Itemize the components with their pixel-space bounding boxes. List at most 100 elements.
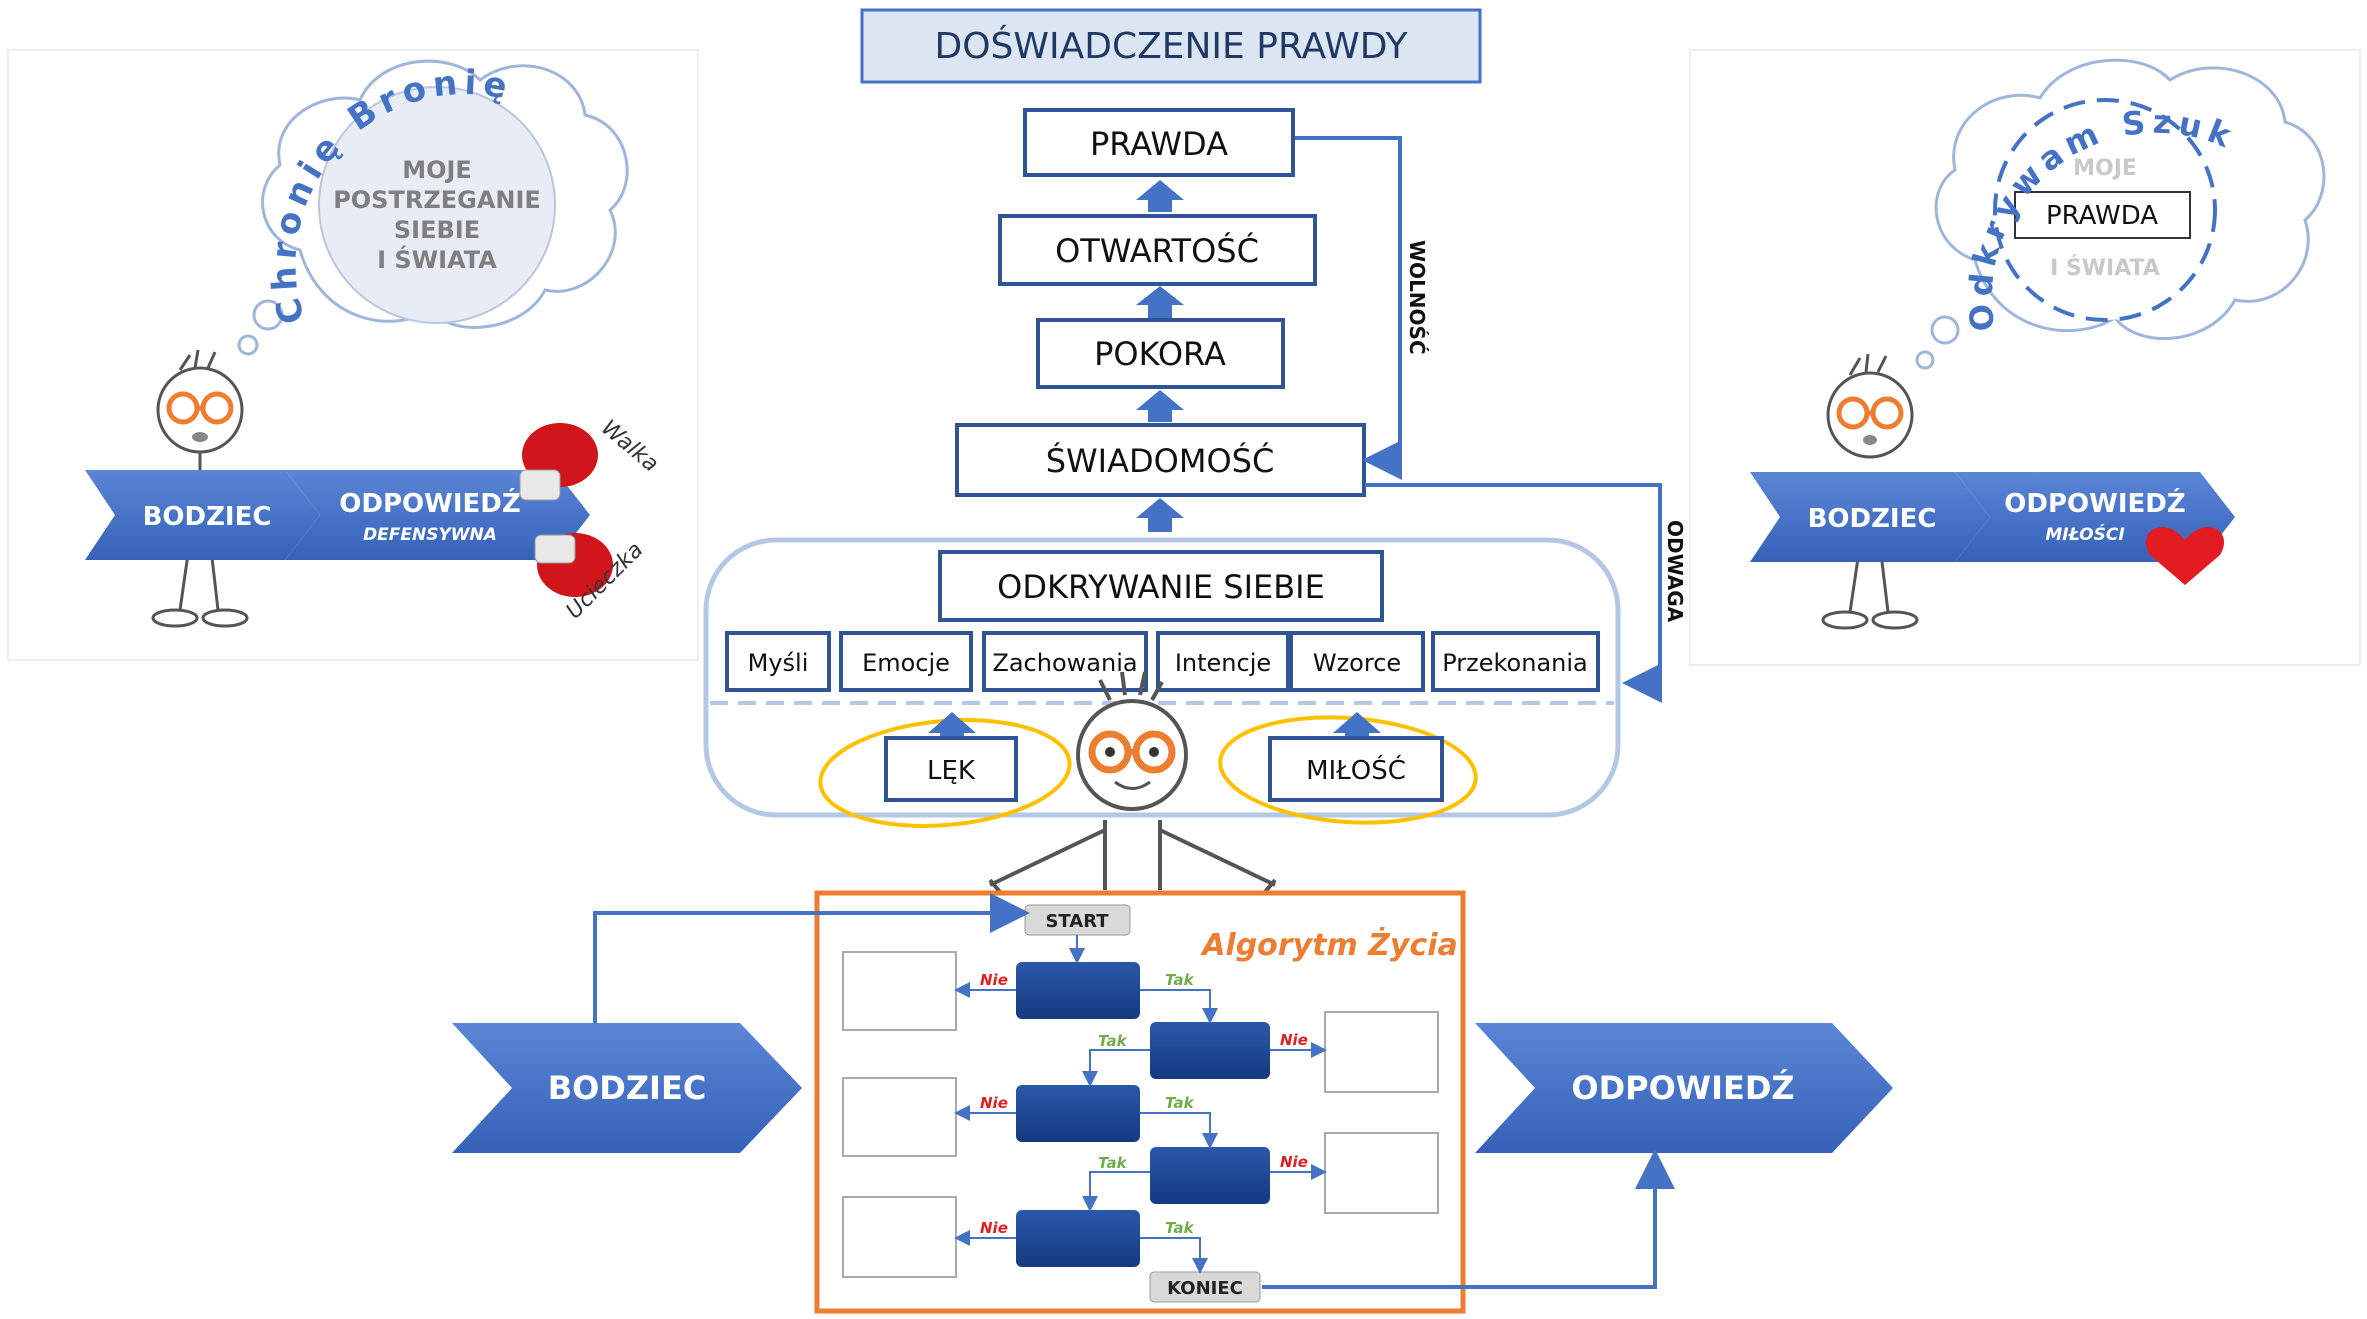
ladder: PRAWDA OTWARTOŚĆ POKORA ŚWIADOMOŚĆ bbox=[955, 108, 1366, 532]
item-box-patterns bbox=[1289, 631, 1425, 692]
algorithm-panel: Algorytm Życia START KONIEC bbox=[814, 890, 1466, 1314]
yes-label-3: Tak bbox=[1165, 1094, 1195, 1112]
right-thought-line-1: MOJE bbox=[2073, 156, 2137, 181]
ladder-label-humility: POKORA bbox=[1094, 335, 1226, 373]
freedom-arrow bbox=[1295, 136, 1402, 480]
up-arrow-2 bbox=[1136, 286, 1184, 318]
left-response-label: ODPOWIEDŹ bbox=[339, 487, 520, 519]
self-discovery-title: ODKRYWANIE SIEBIE bbox=[997, 568, 1325, 606]
yes-label-4: Tak bbox=[1098, 1154, 1128, 1172]
title-box bbox=[860, 8, 1482, 84]
decision-4 bbox=[1150, 1147, 1270, 1204]
item-intentions: Intencje bbox=[1175, 649, 1271, 677]
ladder-box-openness bbox=[998, 214, 1317, 286]
right-truth-label: PRAWDA bbox=[2046, 201, 2158, 231]
ladder-label-truth: PRAWDA bbox=[1090, 125, 1228, 163]
left-response-sub: DEFENSYWNA bbox=[363, 525, 497, 545]
bottom-stimulus-chevron bbox=[452, 1023, 802, 1153]
item-thoughts: Myśli bbox=[748, 649, 809, 677]
love-label: MIŁOŚĆ bbox=[1306, 754, 1406, 786]
item-behaviors: Zachowania bbox=[992, 649, 1137, 677]
freedom-label: WOLNOŚĆ bbox=[1405, 240, 1429, 355]
fear-box bbox=[884, 736, 1018, 802]
item-box-thoughts bbox=[725, 631, 831, 692]
decision-2 bbox=[1150, 1022, 1270, 1079]
right-thought-line-3: I ŚWIATA bbox=[2050, 255, 2160, 281]
left-thought-line-3: SIEBIE bbox=[394, 216, 480, 244]
boxing-glove-top-icon bbox=[519, 423, 598, 501]
self-discovery-title-box bbox=[938, 550, 1384, 622]
left-thought-line-2: POSTRZEGANIE bbox=[333, 186, 541, 214]
no-label-2: Nie bbox=[1280, 1031, 1308, 1049]
ladder-up-arrows bbox=[1136, 180, 1184, 532]
ladder-label-openness: OTWARTOŚĆ bbox=[1055, 231, 1259, 270]
item-box-beliefs bbox=[1431, 631, 1600, 692]
up-arrow-1 bbox=[1136, 180, 1184, 212]
ladder-label-awareness: ŚWIADOMOŚĆ bbox=[1046, 441, 1275, 480]
no-label-4: Nie bbox=[1280, 1153, 1308, 1171]
outcome-box-4 bbox=[1324, 1011, 1439, 1093]
page-title: DOŚWIADCZENIE PRAWDY bbox=[934, 25, 1408, 67]
item-emotions: Emocje bbox=[862, 649, 950, 677]
left-panel: MOJE POSTRZEGANIE SIEBIE I ŚWIATA Chroni… bbox=[7, 49, 699, 661]
end-label: KONIEC bbox=[1167, 1278, 1243, 1299]
item-beliefs: Przekonania bbox=[1442, 649, 1588, 677]
left-thought-line-1: MOJE bbox=[402, 156, 472, 184]
thought-cloud-left: MOJE POSTRZEGANIE SIEBIE I ŚWIATA Chroni… bbox=[237, 59, 629, 356]
courage-label: ODWAGA bbox=[1663, 520, 1687, 623]
love-group: MIŁOŚĆ bbox=[1218, 712, 1478, 825]
boxing-glove-bottom-icon bbox=[534, 533, 613, 597]
right-response-label: ODPOWIEDŹ bbox=[2004, 487, 2185, 519]
bottom-response-chevron bbox=[1475, 1023, 1893, 1153]
decision-1 bbox=[1016, 962, 1140, 1019]
start-label: START bbox=[1045, 911, 1109, 932]
bottom-response-label: ODPOWIEDŹ bbox=[1571, 1069, 1794, 1107]
self-discovery-items: Myśli Emocje Zachowania Intencje Wzorce … bbox=[725, 631, 1600, 692]
flow-connectors bbox=[954, 935, 1327, 1274]
stick-figure-right bbox=[1821, 353, 1919, 630]
yes-label-1: Tak bbox=[1165, 971, 1195, 989]
decision-5 bbox=[1016, 1210, 1140, 1267]
heart-icon bbox=[2145, 527, 2225, 585]
right-stimulus-chevron bbox=[1750, 472, 1990, 562]
fear-label: LĘK bbox=[927, 756, 976, 786]
outcome-box-3 bbox=[842, 1196, 957, 1278]
right-stimulus-label: BODZIEC bbox=[1808, 504, 1937, 534]
stick-figure-center bbox=[988, 671, 1277, 894]
no-label-5: Nie bbox=[980, 1219, 1008, 1237]
item-patterns: Wzorce bbox=[1313, 649, 1401, 677]
yes-label-2: Tak bbox=[1098, 1032, 1128, 1050]
left-stimulus-chevron bbox=[85, 470, 320, 560]
algorithm-title: Algorytm Życia bbox=[1200, 927, 1458, 963]
ladder-box-humility bbox=[1036, 318, 1285, 389]
fear-up-arrow bbox=[928, 712, 976, 740]
courage-arrow bbox=[1365, 483, 1662, 703]
item-box-intentions bbox=[1156, 631, 1290, 692]
outcome-box-5 bbox=[1324, 1132, 1439, 1214]
decision-3 bbox=[1016, 1085, 1140, 1142]
love-box bbox=[1268, 736, 1444, 802]
outcome-box-1 bbox=[842, 951, 957, 1031]
fear-ring bbox=[818, 718, 1072, 828]
left-response-chevron bbox=[285, 470, 590, 560]
outcome-box-2 bbox=[842, 1077, 957, 1157]
up-arrow-3 bbox=[1136, 390, 1184, 422]
item-box-behaviors bbox=[982, 631, 1148, 692]
no-label-1: Nie bbox=[980, 971, 1008, 989]
yes-label-5: Tak bbox=[1165, 1219, 1195, 1237]
item-box-emotions bbox=[839, 631, 973, 692]
end-to-response-arrow bbox=[1262, 1149, 1675, 1289]
fear-group: LĘK bbox=[818, 712, 1072, 828]
stimulus-to-start-arrow bbox=[593, 893, 1030, 1023]
right-response-sub: MIŁOŚCI bbox=[2045, 523, 2124, 545]
flow-labels: Nie Tak Nie Tak Nie Tak Nie Tak Nie Tak bbox=[980, 971, 1308, 1237]
love-up-arrow bbox=[1333, 712, 1381, 740]
ladder-box-truth bbox=[1023, 108, 1295, 177]
bottom-stimulus-label: BODZIEC bbox=[548, 1069, 707, 1107]
up-arrow-4 bbox=[1136, 498, 1184, 532]
no-label-3: Nie bbox=[980, 1094, 1008, 1112]
left-stimulus-label: BODZIEC bbox=[143, 502, 272, 532]
left-thought-line-4: I ŚWIATA bbox=[377, 244, 497, 274]
